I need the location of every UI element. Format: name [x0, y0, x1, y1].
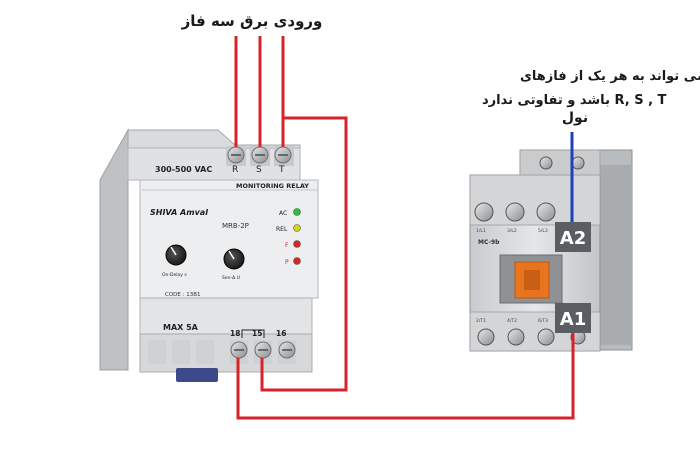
connection-note-line2: R, S , T باشد و تفاوتی ندارد	[482, 93, 667, 108]
contactor: 1/L1 3/L2 5/L3 MC-9b 2/T1 4/T2 6/T3	[469, 149, 633, 352]
screw-terminal-R[interactable]	[227, 146, 245, 164]
terminal-label-18: 18	[230, 329, 240, 338]
wire-phase-to-15	[260, 116, 348, 392]
monitoring-relay: 300-500 VAC R S T MONITORING RELAY SHIVA…	[99, 128, 319, 382]
svg-text:A1: A1	[560, 309, 586, 330]
screw-terminal-18[interactable]	[230, 341, 248, 359]
terminal-label-S: S	[256, 165, 262, 175]
connection-note-line1: این اتصال می تواند به هر یک از فازهای	[520, 69, 700, 84]
svg-text:A2: A2	[560, 228, 586, 249]
knob-label-sen: Sen-Δ U	[222, 275, 240, 281]
coil-label-a2: A2	[555, 222, 591, 252]
terminal-label-15: 15	[252, 329, 262, 338]
led-f-icon	[293, 240, 301, 248]
screw-terminal-16[interactable]	[278, 341, 296, 359]
voltage-label: 300-500 VAC	[155, 165, 212, 174]
coil-label-a1: A1	[555, 303, 591, 333]
screw-terminal-L1[interactable]	[474, 202, 494, 222]
terminal-label-R: R	[232, 165, 238, 175]
bottom-terminal-1: 2/T1	[476, 318, 486, 324]
screw-terminal-T1[interactable]	[477, 328, 495, 346]
top-terminal-3: 5/L3	[538, 228, 548, 234]
screw-terminal-T[interactable]	[274, 146, 292, 164]
brand-logo: SHIVA Amval	[150, 208, 208, 217]
screw-terminal-T3[interactable]	[537, 328, 555, 346]
top-terminal-2: 3/L2	[507, 228, 517, 234]
top-terminal-1: 1/L1	[476, 228, 486, 234]
led-label-rel: REL	[276, 226, 288, 233]
on-delay-knob[interactable]	[165, 244, 187, 266]
relay-model: MRB-2P	[222, 222, 249, 230]
neutral-label: نول	[562, 110, 588, 126]
relay-code: CODE : 13B1	[165, 292, 201, 298]
contactor-top-screws	[474, 156, 585, 222]
knob-label-on-delay: On-Delay s	[162, 272, 187, 278]
screw-terminal-L3[interactable]	[536, 202, 556, 222]
led-label-f: F	[285, 242, 289, 249]
wires	[234, 36, 575, 420]
led-label-p: P	[285, 259, 289, 266]
screw-terminal-T2[interactable]	[507, 328, 525, 346]
wire-18-to-a1	[236, 328, 575, 420]
sen-knob[interactable]	[223, 248, 245, 270]
din-clip	[176, 368, 218, 382]
screw-terminal-15[interactable]	[254, 341, 272, 359]
led-ac-icon	[293, 208, 301, 216]
bottom-terminal-2: 4/T2	[507, 318, 517, 324]
terminal-label-16: 16	[276, 329, 286, 338]
led-rel-icon	[293, 224, 301, 232]
led-p-icon	[293, 257, 301, 265]
led-label-ac: AC	[279, 210, 287, 217]
screw-terminal-S[interactable]	[251, 146, 269, 164]
max-current-label: MAX 5A	[163, 323, 199, 332]
relay-title: MONITORING RELAY	[236, 182, 309, 190]
three-phase-input-label: ورودی برق سه فاز	[181, 12, 323, 30]
terminal-label-T: T	[278, 165, 285, 175]
bottom-terminal-3: 6/T3	[538, 318, 548, 324]
screw-terminal-L2[interactable]	[505, 202, 525, 222]
contactor-model: MC-9b	[478, 239, 500, 246]
